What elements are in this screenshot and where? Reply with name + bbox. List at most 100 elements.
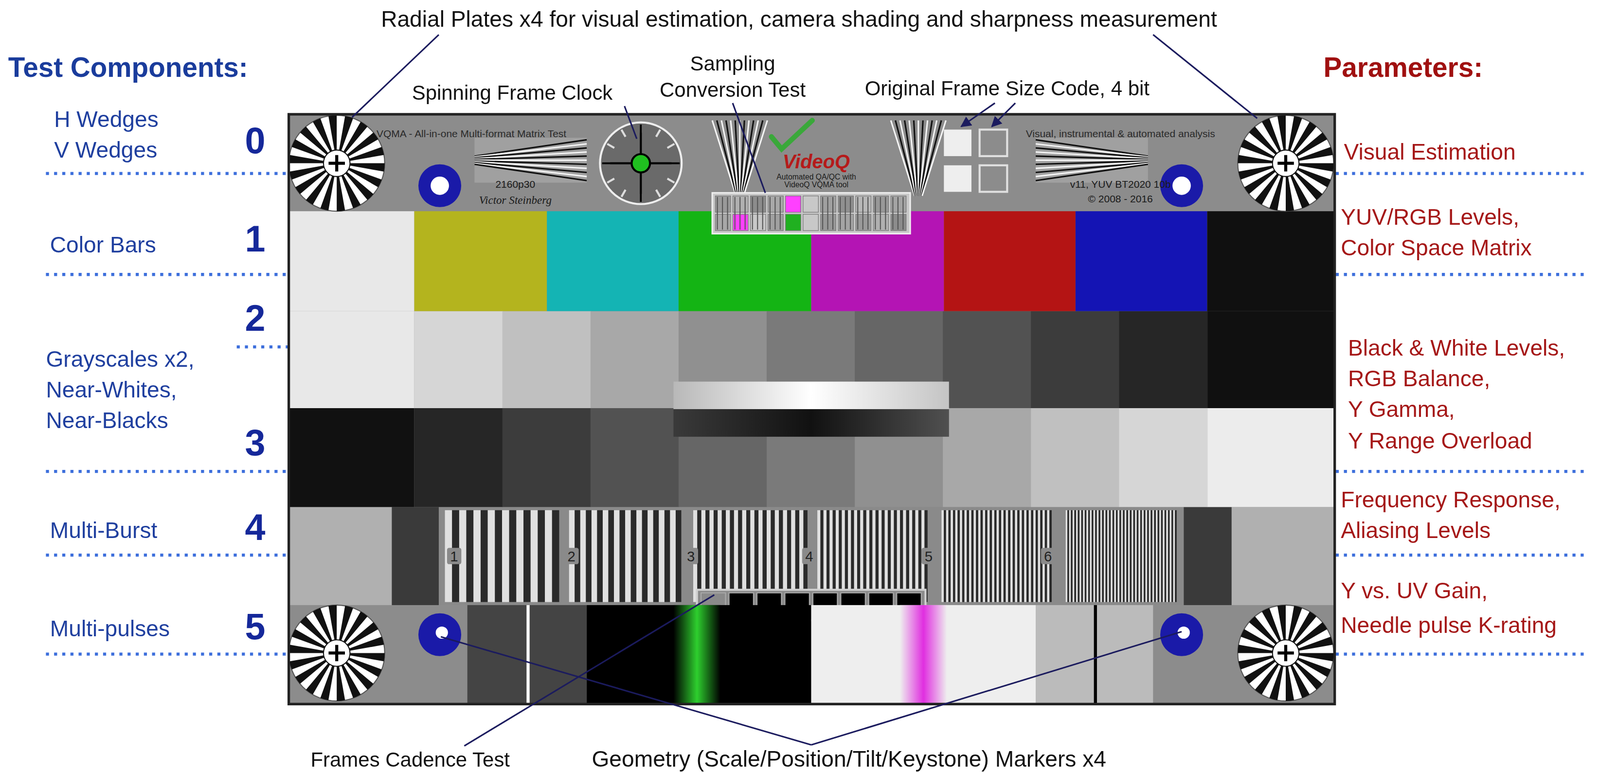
burst-stroke xyxy=(1115,510,1118,603)
sampling-stroke xyxy=(902,197,904,230)
burst-stroke xyxy=(860,510,863,603)
h-wedge-line xyxy=(474,156,587,160)
component-label: Color Bars xyxy=(50,232,157,258)
h-wedge-line xyxy=(474,163,587,177)
burst-stroke xyxy=(1143,510,1146,603)
pulse-field xyxy=(1035,605,1153,704)
color-bar xyxy=(546,211,679,312)
chart-ground xyxy=(288,114,1335,704)
callout-number: 5 xyxy=(244,605,266,648)
burst-stroke xyxy=(1028,510,1032,603)
near-white-ramp xyxy=(673,381,949,410)
burst-stroke xyxy=(664,510,671,603)
gray-step xyxy=(1030,408,1120,507)
clock-hand xyxy=(602,124,680,202)
burst-stroke xyxy=(630,510,637,603)
sampling-stroke xyxy=(739,197,741,230)
burst-stroke xyxy=(1119,510,1122,603)
burst-stroke xyxy=(697,510,702,603)
sampling-stroke xyxy=(892,197,894,230)
burst-stroke xyxy=(602,510,609,603)
burst-stroke xyxy=(1136,510,1139,603)
burst-stroke xyxy=(842,510,845,603)
radial-plate xyxy=(1237,115,1334,212)
burst-stroke xyxy=(1001,510,1004,603)
burst-band xyxy=(1059,507,1184,606)
component-label: Near-Whites, xyxy=(45,377,177,403)
burst-stroke xyxy=(887,510,891,603)
burst-stroke xyxy=(847,510,851,603)
chart-text: 1 xyxy=(447,547,462,565)
parameter-label: Y Range Overload xyxy=(1348,428,1533,454)
burst-stroke xyxy=(1149,510,1151,603)
burst-stroke xyxy=(881,510,885,603)
burst-stroke xyxy=(713,510,718,603)
color-bar xyxy=(811,211,945,312)
color-bar xyxy=(1206,211,1335,312)
burst-stroke xyxy=(1166,510,1169,603)
gray-step xyxy=(590,311,680,409)
burst-stroke xyxy=(971,510,974,603)
burst-stroke xyxy=(869,510,873,603)
sampling-stroke xyxy=(721,197,723,230)
sampling-stroke xyxy=(762,197,764,230)
burst-stroke xyxy=(1110,510,1113,603)
burst-stroke xyxy=(838,510,842,603)
burst-stroke xyxy=(962,510,965,603)
burst-stroke xyxy=(1019,510,1023,603)
sampling-stroke xyxy=(734,197,736,230)
burst-stroke xyxy=(897,510,900,603)
clock-tick xyxy=(656,129,661,138)
burst-stroke xyxy=(1140,510,1143,603)
geometry-marker xyxy=(418,164,462,208)
burst-stroke xyxy=(762,510,767,603)
burst-stroke xyxy=(1117,510,1120,603)
clock-tick xyxy=(667,178,675,183)
sampling-stroke xyxy=(827,197,829,230)
wedge-ground xyxy=(474,137,587,183)
h-wedge-line xyxy=(1035,159,1149,162)
h-wedge-line xyxy=(1035,164,1149,181)
clock-tick xyxy=(667,143,675,148)
white-patch xyxy=(288,311,415,409)
needle-pulse xyxy=(526,605,530,704)
burst-stroke xyxy=(1081,510,1084,603)
burst-stroke xyxy=(1128,510,1131,603)
plate-cross xyxy=(1277,155,1295,172)
burst-stroke xyxy=(516,510,524,603)
sampling-stroke xyxy=(849,197,851,230)
h-wedge-line xyxy=(474,159,587,162)
size-code-bit xyxy=(979,129,1008,157)
v-wedge-line xyxy=(895,120,916,197)
size-code-bit xyxy=(943,129,972,157)
marker-dot xyxy=(430,176,450,196)
geometry-marker xyxy=(1160,613,1204,657)
burst-stroke xyxy=(742,510,747,603)
gray-step xyxy=(942,311,1032,409)
gray-step xyxy=(502,408,592,507)
callout-label: Parameters: xyxy=(1323,52,1483,85)
burst-stroke xyxy=(866,510,870,603)
burst-stroke xyxy=(791,510,795,603)
sampling-stroke xyxy=(774,197,776,230)
near-black-ramp xyxy=(673,409,949,437)
burst-stroke xyxy=(893,510,897,603)
burst-stroke xyxy=(946,510,949,603)
v-wedge-line xyxy=(913,120,918,197)
burst-stroke xyxy=(675,510,682,603)
burst-stroke xyxy=(1112,510,1115,603)
leader-line xyxy=(1152,34,1258,119)
burst-stroke xyxy=(1070,510,1073,603)
burst-stroke xyxy=(1091,510,1094,603)
component-label: Near-Blacks xyxy=(45,407,168,434)
leader-line xyxy=(464,594,715,746)
burst-stroke xyxy=(1138,510,1141,603)
callout-label: Geometry (Scale/Position/Tilt/Keystone) … xyxy=(591,746,1106,772)
burst-stroke xyxy=(823,510,827,603)
burst-stroke xyxy=(1082,510,1085,603)
sampling-stroke xyxy=(752,197,754,230)
clock-tick xyxy=(621,189,626,198)
leader-line xyxy=(624,106,637,139)
burst-stroke xyxy=(1141,510,1144,603)
geometry-marker xyxy=(418,613,462,657)
